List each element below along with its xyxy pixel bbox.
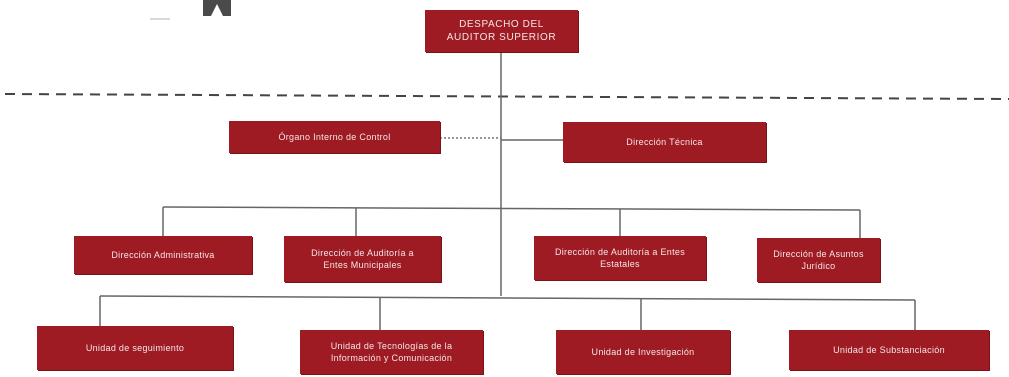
box-l3-2-line1: Unidad de Tecnologías de la — [330, 340, 453, 351]
dashed-separator — [4, 93, 1009, 100]
box-l2-3-line2: Estatales — [600, 259, 640, 269]
box-unidad-tecnologias: Unidad de Tecnologías de la Información … — [300, 330, 483, 374]
box-organo-interno: Órgano Interno de Control — [229, 121, 440, 153]
box-auditoria-municipales: Dirección de Auditoría a Entes Municipal… — [284, 236, 441, 282]
box-despacho-line2: AUDITOR SUPERIOR — [446, 32, 557, 43]
box-l2-3-line1: Dirección de Auditoría a Entes — [554, 246, 686, 257]
box-l2-1-line1: Dirección Administrativa — [111, 249, 215, 260]
box-organo-interno-label: Órgano Interno de Control — [278, 131, 391, 142]
decorative-speck — [150, 18, 170, 20]
box-asuntos-juridico: Dirección de Asuntos Jurídico — [757, 238, 880, 282]
box-l3-3-line1: Unidad de Investigación — [591, 346, 695, 357]
box-direccion-tecnica: Dirección Técnica — [563, 122, 766, 162]
box-l2-2-line1: Dirección de Auditoría a — [311, 247, 414, 258]
level2-bar — [162, 206, 861, 211]
box-l3-2-line2: Información y Comunicación — [330, 353, 453, 363]
box-unidad-seguimiento: Unidad de seguimiento — [37, 326, 233, 370]
box-unidad-investigacion: Unidad de Investigación — [556, 330, 730, 374]
box-despacho-line1: DESPACHO DEL — [459, 18, 544, 30]
box-auditoria-estatales: Dirección de Auditoría a Entes Estatales — [534, 236, 706, 280]
box-l2-4-line2: Jurídico — [801, 261, 836, 271]
box-l3-1-line1: Unidad de seguimiento — [85, 342, 185, 353]
logo-icon — [203, 0, 231, 16]
box-l2-2-line2: Entes Municipales — [323, 260, 402, 270]
box-despacho-auditor: DESPACHO DEL AUDITOR SUPERIOR — [425, 10, 578, 52]
box-l2-4-line1: Dirección de Asuntos — [773, 248, 864, 259]
box-l3-4-line1: Unidad de Substanciación — [833, 344, 945, 355]
box-direccion-administrativa: Dirección Administrativa — [74, 236, 252, 274]
box-direccion-tecnica-label: Dirección Técnica — [626, 136, 703, 147]
box-unidad-substanciacion: Unidad de Substanciación — [789, 330, 989, 370]
level3-bar — [99, 295, 916, 301]
